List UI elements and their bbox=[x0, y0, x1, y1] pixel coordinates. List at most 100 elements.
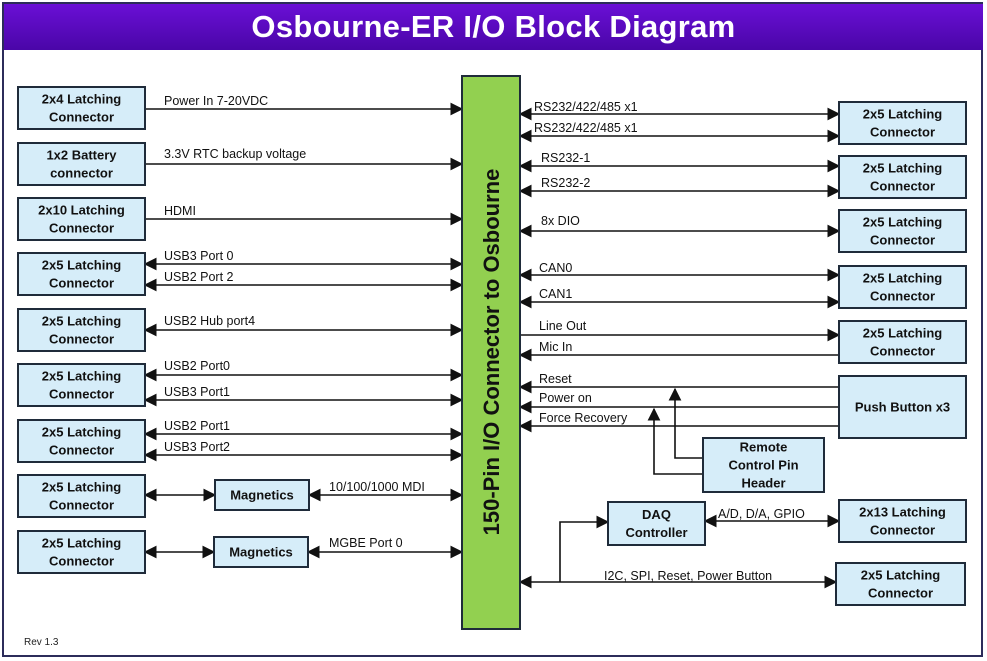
push-button-box: Push Button x3 bbox=[838, 375, 967, 439]
daq-controller-rect bbox=[607, 501, 706, 546]
left-connector-3-label: 2x10 Latching bbox=[38, 203, 125, 218]
i2c-spi-bus-label: I2C, SPI, Reset, Power Button bbox=[604, 569, 772, 583]
left-connector-2-label: 1x2 Battery bbox=[46, 148, 117, 163]
magnetics-2-rect bbox=[213, 536, 309, 568]
usb3-port2-label: USB3 Port2 bbox=[164, 440, 230, 454]
right-connector-2-rect bbox=[838, 155, 967, 199]
mic-in-label: Mic In bbox=[539, 340, 572, 354]
right-connector-4-rect bbox=[838, 265, 967, 309]
left-connector-1-rect bbox=[17, 86, 146, 130]
hdmi-label: HDMI bbox=[164, 204, 196, 218]
left-connector-4-label: 2x5 Latching bbox=[42, 258, 122, 273]
left-connector-7-label: Connector bbox=[49, 443, 114, 458]
right-connector-1-label: 2x5 Latching bbox=[863, 107, 943, 122]
daq-latching-connector-rect bbox=[838, 499, 967, 543]
usb2-port2-label: USB2 Port 2 bbox=[164, 270, 234, 284]
magnetics-1: Magnetics bbox=[214, 479, 310, 511]
rs232-1-label: RS232-1 bbox=[541, 151, 590, 165]
left-connector-7-rect bbox=[17, 419, 146, 463]
daq-latching-connector-label: 2x13 Latching bbox=[859, 505, 946, 520]
remote-to-power-on-path bbox=[647, 407, 703, 475]
bottom-right-connector-rect bbox=[835, 562, 966, 606]
right-connector-4-label: 2x5 Latching bbox=[863, 271, 943, 286]
remote-control-header-label: Remote bbox=[740, 440, 788, 455]
left-connector-8-label: 2x5 Latching bbox=[42, 480, 122, 495]
mdi-label: 10/100/1000 MDI bbox=[329, 480, 425, 494]
left-connector-4-label: Connector bbox=[49, 276, 114, 291]
left-connector-8-rect bbox=[17, 474, 146, 518]
bus-to-daq-path bbox=[559, 515, 610, 582]
left-connector-5-rect bbox=[17, 308, 146, 352]
magnetics-2-label: Magnetics bbox=[229, 545, 293, 560]
left-connector-6-label: 2x5 Latching bbox=[42, 369, 122, 384]
left-connector-4-rect bbox=[17, 252, 146, 296]
io-connector-bar bbox=[461, 75, 521, 630]
push-button-box-rect bbox=[838, 375, 967, 439]
left-connector-2-label: connector bbox=[50, 166, 113, 181]
usb2-hub-port4-label: USB2 Hub port4 bbox=[164, 314, 255, 328]
power-on-label: Power on bbox=[539, 391, 592, 405]
rtc-backup-label: 3.3V RTC backup voltage bbox=[164, 147, 306, 161]
force-recovery-label: Force Recovery bbox=[539, 411, 628, 425]
left-connector-1-label: Connector bbox=[49, 110, 114, 125]
can0-label: CAN0 bbox=[539, 261, 572, 275]
left-connector-7-label: 2x5 Latching bbox=[42, 425, 122, 440]
right-connector-3-rect bbox=[838, 209, 967, 253]
right-connector-5-label: 2x5 Latching bbox=[863, 326, 943, 341]
io-connector-label: 150-Pin I/O Connector to Osbourne bbox=[479, 169, 504, 536]
left-connector-6-label: Connector bbox=[49, 387, 114, 402]
power-in-label: Power In 7-20VDC bbox=[164, 94, 268, 108]
remote-control-header-label: Header bbox=[741, 476, 785, 491]
left-connector-9-rect bbox=[17, 530, 146, 574]
right-connector-3-label: 2x5 Latching bbox=[863, 215, 943, 230]
magnetics-2: Magnetics bbox=[213, 536, 309, 568]
usb3-port0-label: USB3 Port 0 bbox=[164, 249, 234, 263]
right-connector-4-label: Connector bbox=[870, 289, 935, 304]
bottom-right-connector-label: Connector bbox=[868, 586, 933, 601]
right-connector-3-label: Connector bbox=[870, 233, 935, 248]
left-connector-2-rect bbox=[17, 142, 146, 186]
dio-label: 8x DIO bbox=[541, 214, 580, 228]
right-connector-5-label: Connector bbox=[870, 344, 935, 359]
magnetics-1-rect bbox=[214, 479, 310, 511]
diagram-title: Osbourne-ER I/O Block Diagram bbox=[4, 4, 983, 50]
left-connector-3-rect bbox=[17, 197, 146, 241]
left-connector-5-label: Connector bbox=[49, 332, 114, 347]
magnetics-1-label: Magnetics bbox=[230, 488, 294, 503]
reset-label: Reset bbox=[539, 372, 572, 386]
daq-controller-label: Controller bbox=[625, 525, 687, 540]
revision-label: Rev 1.3 bbox=[24, 637, 59, 648]
usb2-port0-label: USB2 Port0 bbox=[164, 359, 230, 373]
usb3-port1-label: USB3 Port1 bbox=[164, 385, 230, 399]
left-connector-9-label: 2x5 Latching bbox=[42, 536, 122, 551]
right-connector-2-label: Connector bbox=[870, 179, 935, 194]
daq-latching-connector-label: Connector bbox=[870, 523, 935, 538]
left-connector-6-rect bbox=[17, 363, 146, 407]
remote-to-reset-path bbox=[668, 387, 703, 459]
left-connector-8-label: Connector bbox=[49, 498, 114, 513]
remote-control-header-label: Control Pin bbox=[728, 458, 798, 473]
daq-controller-label: DAQ bbox=[642, 507, 671, 522]
usb2-port1-label: USB2 Port1 bbox=[164, 419, 230, 433]
right-connector-1-label: Connector bbox=[870, 125, 935, 140]
mgbe-label: MGBE Port 0 bbox=[329, 536, 403, 550]
rs485-b-label: RS232/422/485 x1 bbox=[534, 121, 638, 135]
right-connector-5-rect bbox=[838, 320, 967, 364]
right-connector-2-label: 2x5 Latching bbox=[863, 161, 943, 176]
left-connector-2: 1x2 Battery connector bbox=[17, 142, 146, 186]
